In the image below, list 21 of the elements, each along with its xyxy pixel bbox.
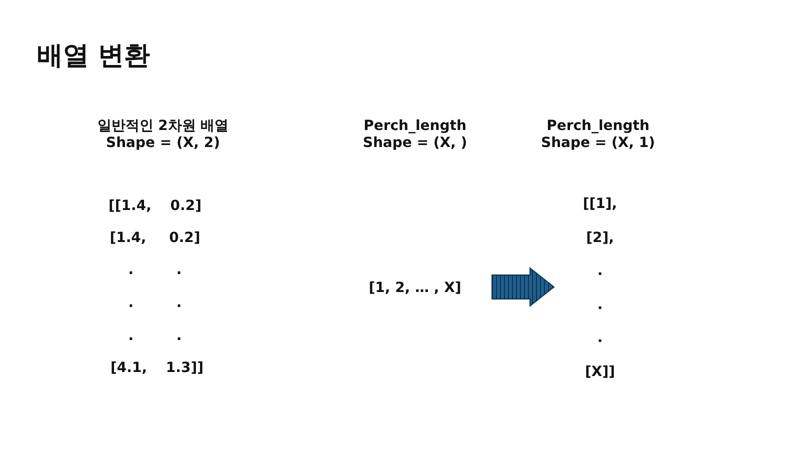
heading: 일반적인 2차원 배열 (97, 118, 229, 135)
heading: Shape = (X, 2) (106, 135, 220, 152)
array-row-text: [2], (585, 230, 615, 247)
array-row: . . (128, 262, 182, 279)
title: 배열 변환 (37, 40, 150, 73)
array-row-text: [X]] (584, 364, 616, 381)
array-row: [1.4, 0.2] (110, 230, 200, 247)
array-row: . . (128, 295, 182, 312)
heading: Perch_length (546, 118, 650, 135)
array-row-text: [[1], (582, 196, 618, 213)
heading: Shape = (X, ) (362, 135, 468, 152)
array-row-text: . (596, 330, 604, 348)
array-row: . . (128, 328, 182, 345)
array-row: [[1.4, 0.2] (108, 198, 202, 215)
heading: Shape = (X, 1) (540, 135, 656, 152)
array-row: [4.1, 1.3]] (110, 360, 204, 377)
block-arrow (492, 266, 555, 308)
array-row-text: . (596, 263, 604, 280)
array-text: [1, 2, … , X] (368, 280, 462, 297)
array-row-text: . (596, 296, 604, 314)
heading: Perch_length (364, 118, 466, 135)
